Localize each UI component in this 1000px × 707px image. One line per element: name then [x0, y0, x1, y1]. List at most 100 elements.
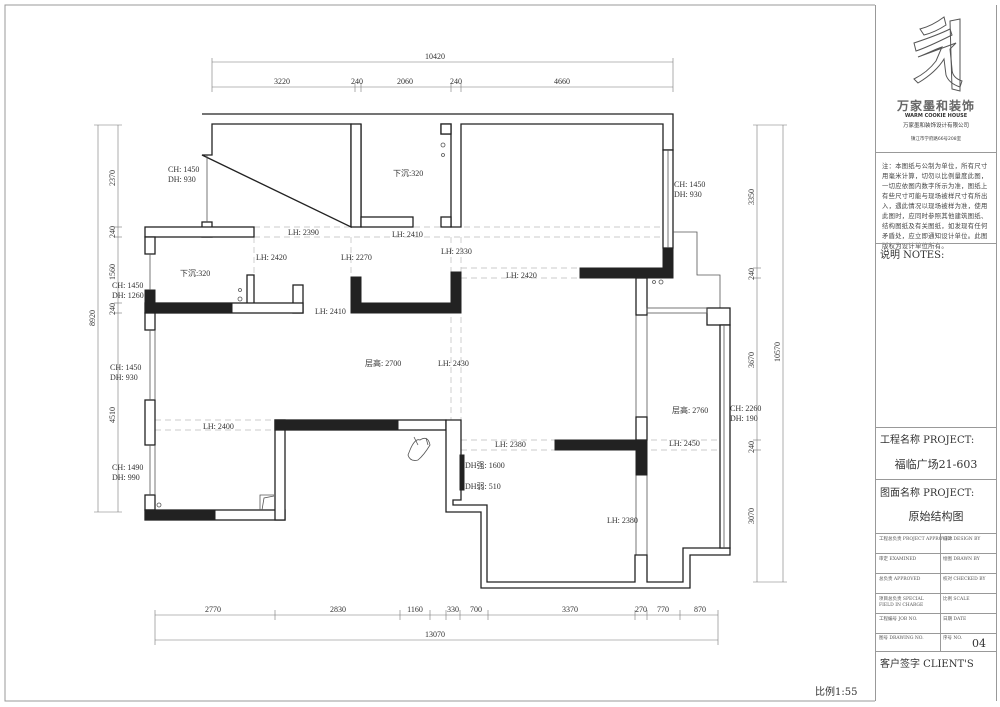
window-sill-label: DH: 190 [730, 414, 758, 423]
dim-bottom-segment: 770 [657, 605, 669, 614]
floor-plan: 10420 3220 240 2060 240 4660 2770 2830 1… [4, 4, 875, 702]
dim-left-segment: 240 [108, 226, 117, 238]
beam-height-label: LH: 2410 [315, 307, 346, 316]
fixtures [156, 142, 664, 511]
dim-bottom-segment: 2830 [330, 605, 346, 614]
bottom-dimensions: 2770 2830 1160 330 700 3370 270 770 870 … [154, 605, 719, 645]
floor-height-label: 层高: 2700 [365, 358, 401, 368]
table-cell: 绘图 DRAWN BY [943, 557, 980, 562]
dim-right-segment: 3350 [747, 189, 756, 205]
table-cell: 工程总负责 PROJECT APPROVER [879, 537, 953, 542]
right-dimensions: 3350 240 3670 240 3070 10570 [747, 124, 787, 583]
company-logo [913, 16, 963, 92]
drain-icon [658, 279, 664, 285]
scale-label: 比例1:55 [815, 687, 858, 698]
window-height-label: CH: 2260 [730, 404, 761, 413]
window-sill-label: DH: 930 [168, 175, 196, 184]
flue-icon [259, 494, 275, 511]
drain-icon [156, 502, 162, 508]
sheet-number: 04 [972, 637, 986, 650]
dim-top-overall: 10420 [425, 52, 445, 61]
window-sill-label: DH: 990 [112, 473, 140, 482]
dim-right-segment: 240 [747, 268, 756, 280]
beam-height-label: LH: 2420 [506, 271, 537, 280]
strong-current-box-label: DH强: 1600 [465, 461, 505, 470]
window-height-label: CH: 1450 [168, 165, 199, 174]
beam-height-label: LH: 2410 [392, 230, 423, 239]
notes-text: 注：本图纸与公制为单位，所有尺寸用毫米计算，切勿以比例量度此图，一切应依图内数字… [882, 163, 988, 250]
beam-height-label: LH: 2450 [669, 439, 700, 448]
dim-bottom-segment: 3370 [562, 605, 578, 614]
drawing-border [4, 4, 875, 702]
dim-bottom-segment: 270 [635, 605, 647, 614]
dim-bottom-segment: 870 [694, 605, 706, 614]
beam-height-label: LH: 2390 [288, 228, 319, 237]
window-sill-label: DH: 1260 [112, 291, 144, 300]
table-cell: 工程编号 JOB NO. [879, 617, 918, 622]
drain-icon [238, 288, 242, 292]
beam-height-label: LH: 2400 [203, 422, 234, 431]
top-dimensions: 10420 3220 240 2060 240 4660 [211, 52, 674, 92]
table-cell: 审定 EXAMINED [879, 557, 917, 562]
dim-bottom-overall: 13070 [425, 630, 445, 639]
sunken-floor-label: 下沉:320 [180, 269, 210, 278]
valve-icon [407, 436, 431, 461]
drawing-name: 原始结构图 [908, 510, 964, 523]
walls [144, 113, 731, 589]
table-cell: 序号 NO. [943, 636, 963, 641]
drain-icon [440, 142, 446, 148]
window-height-label: CH: 1490 [112, 463, 143, 472]
company-full-name: 万家墨和装饰设计有限公司 [902, 123, 969, 129]
company-name: 万家墨和装饰 [896, 99, 975, 113]
table-cell: 项目总负责 SPECIAL FIELD IN CHARGE [879, 597, 924, 608]
dim-top-segment: 3220 [274, 77, 290, 86]
dim-right-segment: 240 [747, 441, 756, 453]
beam-height-label: LH: 2270 [341, 253, 372, 262]
dim-right-overall: 10570 [773, 342, 782, 362]
beam-height-label: LH: 2380 [607, 516, 638, 525]
dim-bottom-segment: 2770 [205, 605, 221, 614]
drawing-heading: 图面名称 PROJECT: [880, 488, 975, 499]
dim-right-segment: 3670 [747, 352, 756, 368]
table-cell: 日期 DATE [943, 617, 967, 622]
dim-left-segment: 2370 [108, 170, 117, 186]
window-height-label: CH: 1450 [112, 281, 143, 290]
dim-left-segment: 4510 [108, 407, 117, 423]
beam-height-label: LH: 2420 [256, 253, 287, 262]
beam-height-label: LH: 2380 [495, 440, 526, 449]
client-signature-heading: 客户签字 CLIENT'S [880, 659, 974, 670]
dim-bottom-segment: 330 [447, 605, 459, 614]
dim-right-segment: 3070 [747, 508, 756, 524]
dim-left-segment: 1560 [108, 264, 117, 280]
dim-bottom-segment: 700 [470, 605, 482, 614]
left-dimensions: 2370 240 1560 240 4510 8920 [88, 124, 122, 513]
company-english-name: WARM COOKIE HOUSE [904, 113, 968, 119]
dim-bottom-segment: 1160 [407, 605, 423, 614]
dim-top-segment: 4660 [554, 77, 570, 86]
dim-top-segment: 240 [450, 77, 462, 86]
project-name: 福临广场21-603 [894, 458, 978, 471]
dim-left-segment: 240 [108, 303, 117, 315]
sunken-floor-label: 下沉:320 [393, 169, 423, 178]
dim-left-overall: 8920 [88, 310, 97, 326]
plan-labels: CH: 1450 DH: 930 下沉:320 CH: 1450 DH: 126… [110, 165, 761, 525]
drain-icon [652, 280, 656, 284]
title-block: 万家墨和装饰 WARM COOKIE HOUSE 万家墨和装饰设计有限公司 镇江… [875, 5, 997, 701]
dim-top-segment: 2060 [397, 77, 413, 86]
table-cell: 图号 DRAWING NO. [879, 636, 924, 641]
floor-height-label: 层高: 2760 [672, 405, 708, 415]
window-height-label: CH: 1450 [110, 363, 141, 372]
window-sill-label: DH: 930 [110, 373, 138, 382]
beam-height-label: LH: 2330 [441, 247, 472, 256]
drain-icon [237, 296, 243, 302]
table-cell: 设计 DESIGN BY [943, 537, 981, 542]
dim-top-segment: 240 [351, 77, 363, 86]
table-cell: 总负责 APPROVED [879, 577, 921, 582]
project-heading: 工程名称 PROJECT: [880, 435, 975, 446]
weak-current-box-label: DH弱: 510 [465, 482, 501, 491]
table-cell: 比例 SCALE [943, 597, 970, 602]
beam-height-label: LH: 2430 [438, 359, 469, 368]
window-sill-label: DH: 930 [674, 190, 702, 199]
window-height-label: CH: 1450 [674, 180, 705, 189]
company-address: 镇江市学府路66号208室 [910, 137, 962, 142]
